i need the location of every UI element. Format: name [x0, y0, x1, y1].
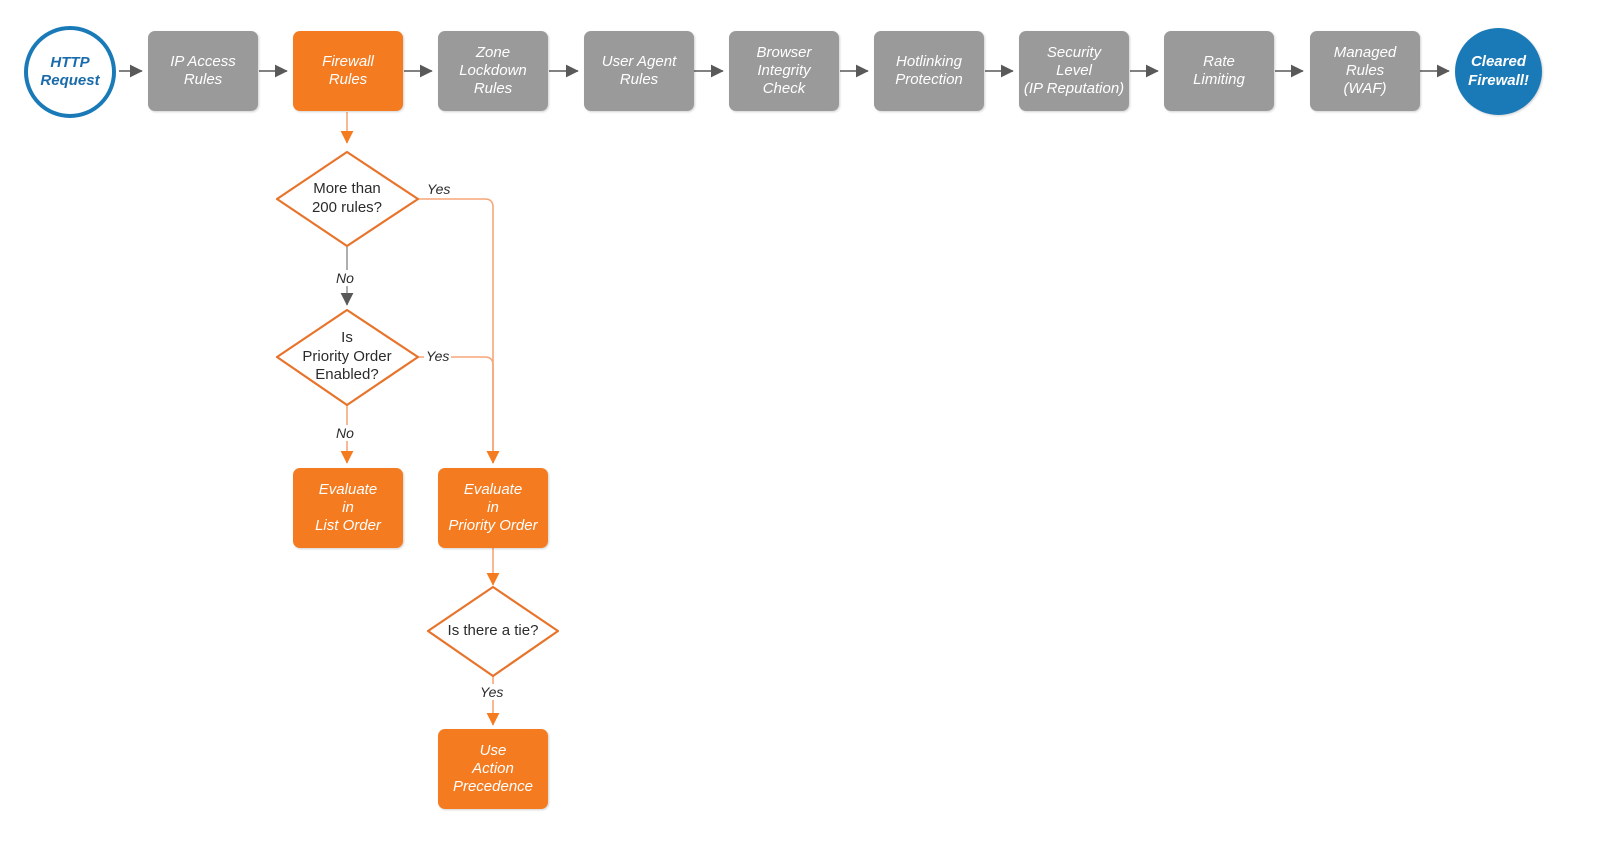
edge-label-yes-priority-order: Yes: [424, 348, 452, 364]
node-managed-rules-waf[interactable]: Managed Rules (WAF): [1310, 31, 1420, 111]
decision-shape-is-there-a-tie: [426, 585, 560, 678]
node-security-level[interactable]: Security Level (IP Reputation): [1019, 31, 1129, 111]
decision-shape-more-than-200-rules: [275, 150, 420, 248]
node-use-action-precedence[interactable]: Use Action Precedence: [438, 729, 548, 809]
node-firewall-rules[interactable]: Firewall Rules: [293, 31, 403, 111]
node-ip-access-rules[interactable]: IP Access Rules: [148, 31, 258, 111]
node-evaluate-in-list-order[interactable]: Evaluate in List Order: [293, 468, 403, 548]
decision-label-more-than-200-rules[interactable]: More than 200 rules?: [311, 180, 383, 216]
node-http-request[interactable]: HTTP Request: [24, 26, 116, 118]
node-cleared-firewall[interactable]: Cleared Firewall!: [1455, 28, 1542, 115]
edge-label-yes-200-rules: Yes: [425, 181, 453, 197]
edge-label-yes-tie: Yes: [478, 684, 506, 700]
edge-label-no-priority-order: No: [334, 425, 356, 441]
decision-outlines: [275, 150, 560, 678]
decision-label-is-priority-order[interactable]: Is Priority Order Enabled?: [302, 328, 392, 384]
decision-label-is-there-a-tie[interactable]: Is there a tie?: [447, 621, 539, 639]
node-user-agent-rules[interactable]: User Agent Rules: [584, 31, 694, 111]
edge-label-no-200-rules: No: [334, 270, 356, 286]
decision-shape-is-priority-order: [275, 308, 420, 407]
edge-yes-priority-order: [418, 356, 500, 464]
edge-yes-200-rules: [418, 198, 500, 464]
node-browser-integrity-check[interactable]: Browser Integrity Check: [729, 31, 839, 111]
node-evaluate-in-priority-order[interactable]: Evaluate in Priority Order: [438, 468, 548, 548]
node-hotlinking-protection[interactable]: Hotlinking Protection: [874, 31, 984, 111]
node-rate-limiting[interactable]: Rate Limiting: [1164, 31, 1274, 111]
node-zone-lockdown-rules[interactable]: Zone Lockdown Rules: [438, 31, 548, 111]
